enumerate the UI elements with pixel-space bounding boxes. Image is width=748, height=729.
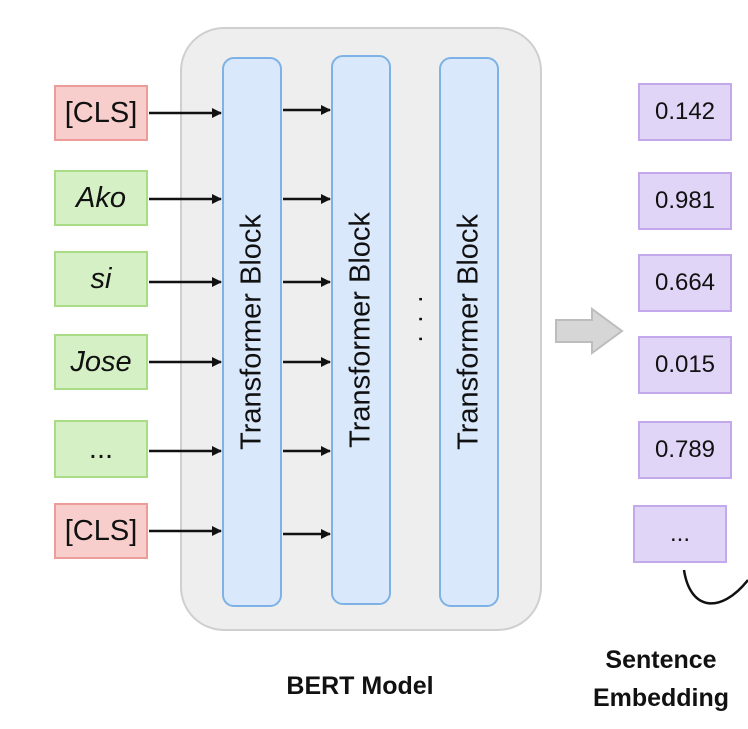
output-block-arrow: [555, 307, 624, 355]
transformer-block-n: Transformer Block: [439, 57, 499, 607]
embedding-value-3: 0.664: [638, 254, 732, 312]
token-jose: Jose: [54, 334, 148, 390]
transformer-block-1: Transformer Block: [222, 57, 282, 607]
transformer-block-2: Transformer Block: [331, 55, 391, 605]
bert-model-caption: BERT Model: [286, 672, 434, 700]
token-ellipsis: ...: [54, 420, 148, 478]
sentence-embedding-caption-line2: Embedding: [592, 684, 730, 712]
token-cls-start: [CLS]: [54, 85, 148, 141]
embedding-value-4: 0.015: [638, 336, 732, 394]
token-cls-end: [CLS]: [54, 503, 148, 559]
sentence-embedding-caption: Sentence Embedding: [574, 641, 748, 717]
embedding-curve: [682, 569, 748, 605]
embedding-value-5: 0.789: [638, 421, 732, 479]
embedding-value-2: 0.981: [638, 172, 732, 230]
token-ako: Ako: [54, 170, 148, 226]
embedding-value-1: 0.142: [638, 83, 732, 141]
sentence-embedding-caption-line1: Sentence: [605, 646, 717, 674]
embedding-value-ellipsis: ...: [633, 505, 727, 563]
token-si: si: [54, 251, 148, 307]
